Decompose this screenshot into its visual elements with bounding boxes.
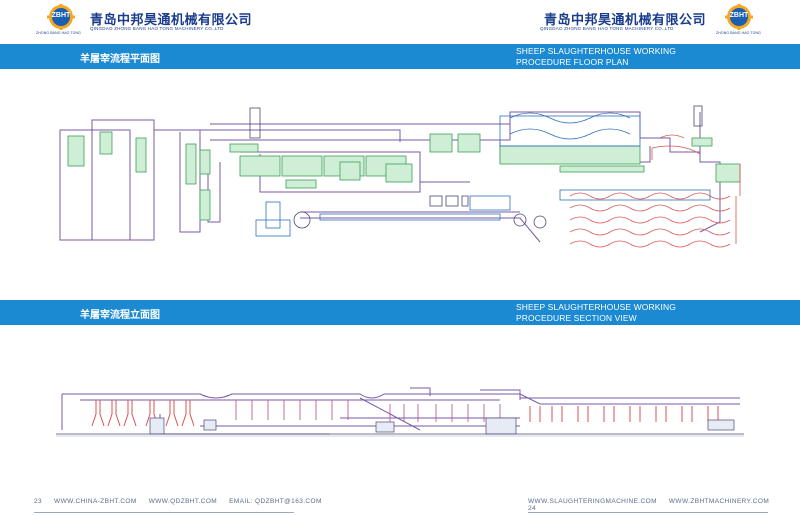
page-header: ZBHT ZHONG BANG HAO TONG 青岛中邦昊通机械有限公司 QI… xyxy=(0,0,800,40)
company-name-cn-left: 青岛中邦昊通机械有限公司 xyxy=(90,13,253,28)
section-view-title-cn: 羊屠宰流程立面图 xyxy=(80,310,160,321)
company-logo-left: ZBHT xyxy=(44,4,78,30)
page-number-right: 24 xyxy=(528,505,537,512)
footer-email[interactable]: EMAIL: QDZBHT@163.COM xyxy=(229,498,322,505)
page-number-left: 23 xyxy=(34,498,43,505)
company-logo-right: ZBHT xyxy=(722,4,756,30)
footer-divider-left xyxy=(34,512,294,513)
company-name-en-left: QINGDAO ZHONG BANG HAO TONG MACHINERY CO… xyxy=(90,26,224,31)
company-name-en-right: QINGDAO ZHONG BANG HAO TONG MACHINERY CO… xyxy=(540,26,674,31)
footer-right: WWW.SLAUGHTERINGMACHINE.COM WWW.ZBHTMACHI… xyxy=(528,498,800,512)
footer-site-link[interactable]: WWW.CHINA-ZBHT.COM xyxy=(54,498,137,505)
logo-text: ZBHT xyxy=(729,12,749,19)
logo-subtitle-left: ZHONG BANG HAO TONG xyxy=(36,31,81,35)
section-view-title-band: 羊屠宰流程立面图 SHEEP SLAUGHTERHOUSE WORKING PR… xyxy=(0,300,800,325)
footer-site-link-4[interactable]: WWW.ZBHTMACHINERY.COM xyxy=(668,498,770,505)
company-name-cn-right: 青岛中邦昊通机械有限公司 xyxy=(544,13,707,28)
floor-plan-title-cn: 羊屠宰流程平面图 xyxy=(80,54,160,65)
logo-subtitle-right: ZHONG BANG HAO TONG xyxy=(716,31,761,35)
footer-site-link-2[interactable]: WWW.QDZBHT.COM xyxy=(148,498,218,505)
footer-left: 23 WWW.CHINA-ZBHT.COM WWW.QDZBHT.COM EMAIL:… xyxy=(34,498,334,512)
floor-plan-title-band: 羊屠宰流程平面图 SHEEP SLAUGHTERHOUSE WORKING PR… xyxy=(0,44,800,69)
floor-plan-title-en: SHEEP SLAUGHTERHOUSE WORKING PROCEDURE F… xyxy=(516,46,676,67)
section-view-drawing xyxy=(0,330,800,490)
floor-plan-title-en-line1: SHEEP SLAUGHTERHOUSE WORKING xyxy=(516,46,676,56)
floor-plan-title-en-line2: PROCEDURE FLOOR PLAN xyxy=(516,56,629,67)
section-view-title-en-line1: SHEEP SLAUGHTERHOUSE WORKING xyxy=(516,302,676,312)
section-view-title-en-line2: PROCEDURE SECTION VIEW xyxy=(516,312,637,323)
footer-site-link-3[interactable]: WWW.SLAUGHTERINGMACHINE.COM xyxy=(528,498,657,505)
logo-text: ZBHT xyxy=(51,12,71,19)
section-view-title-en: SHEEP SLAUGHTERHOUSE WORKING PROCEDURE S… xyxy=(516,302,676,323)
footer-divider-right xyxy=(528,512,768,513)
floor-plan-drawing xyxy=(0,72,800,294)
